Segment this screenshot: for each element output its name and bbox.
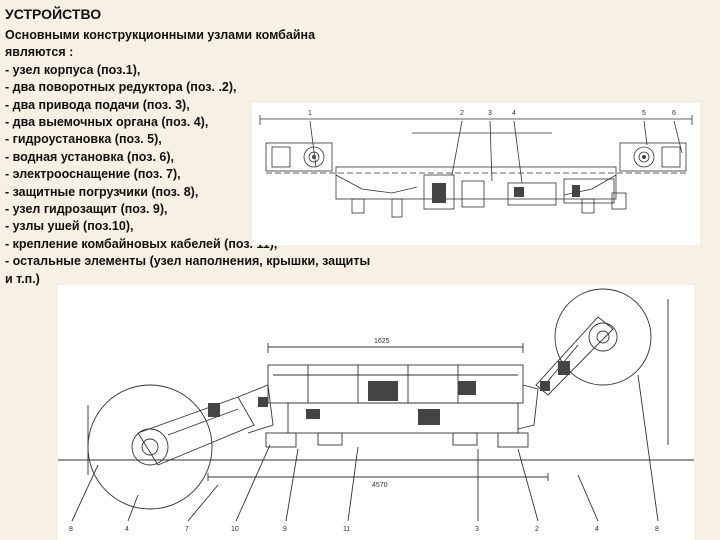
left-drum [87, 384, 213, 510]
list-line: - два поворотных редуктора (поз. .2), [5, 80, 237, 95]
callout-label: 10 [231, 526, 239, 533]
callout-label: 4 [595, 526, 599, 533]
list-line: - узлы ушей (поз.10), [5, 219, 134, 234]
callout-label: 3 [488, 110, 492, 117]
callout-label: 7 [185, 526, 189, 533]
list-line: - узел гидрозащит (поз. 9), [5, 202, 168, 217]
callout-label: 2 [460, 110, 464, 117]
list-line: являются : [5, 45, 74, 60]
list-line: - два выемочных органа (поз. 4), [5, 115, 209, 130]
callout-label: 1 [308, 110, 312, 117]
right-drum [554, 288, 652, 386]
side-view-drawing: 1625 4570 8 4 7 10 9 11 3 2 4 8 [58, 285, 694, 540]
callout-label: 6 [672, 110, 676, 117]
list-line: - водная установка (поз. 6), [5, 149, 174, 164]
dimension-label: 4570 [372, 482, 388, 489]
dimension-label: 1625 [374, 338, 390, 345]
callout-label: 9 [283, 526, 287, 533]
callout-label: 8 [69, 526, 73, 533]
callout-label: 2 [535, 526, 539, 533]
top-view-svg: 1 2 3 4 5 6 [259, 110, 693, 218]
top-view-drawing: 1 2 3 4 5 6 [252, 103, 700, 245]
callout-label: 11 [343, 526, 350, 533]
component-list: Основными конструкционными узлами комбай… [5, 27, 405, 288]
list-line: Основными конструкционными узлами комбай… [5, 28, 316, 42]
list-line: - узел корпуса (поз.1), [5, 62, 141, 77]
slide-title: УСТРОЙСТВО [5, 6, 102, 22]
callout-label: 8 [655, 526, 659, 533]
callout-label: 3 [475, 526, 479, 533]
list-line: - гидроустановка (поз. 5), [5, 132, 162, 147]
side-view-svg: 1625 4570 8 4 7 10 9 11 3 2 4 8 [58, 288, 694, 533]
callout-label: 4 [512, 110, 516, 117]
callout-label: 4 [125, 526, 129, 533]
list-line: - остальные элементы (узел наполнения, к… [5, 254, 371, 269]
list-line: - два привода подачи (поз. 3), [5, 97, 190, 112]
list-line: и т.п.) [5, 271, 40, 286]
list-line: - крепление комбайновых кабелей (поз. 11… [5, 236, 278, 251]
list-line: - электрооснащение (поз. 7), [5, 167, 181, 182]
callout-label: 5 [642, 110, 646, 117]
list-line: - защитные погрузчики (поз. 8), [5, 184, 199, 199]
